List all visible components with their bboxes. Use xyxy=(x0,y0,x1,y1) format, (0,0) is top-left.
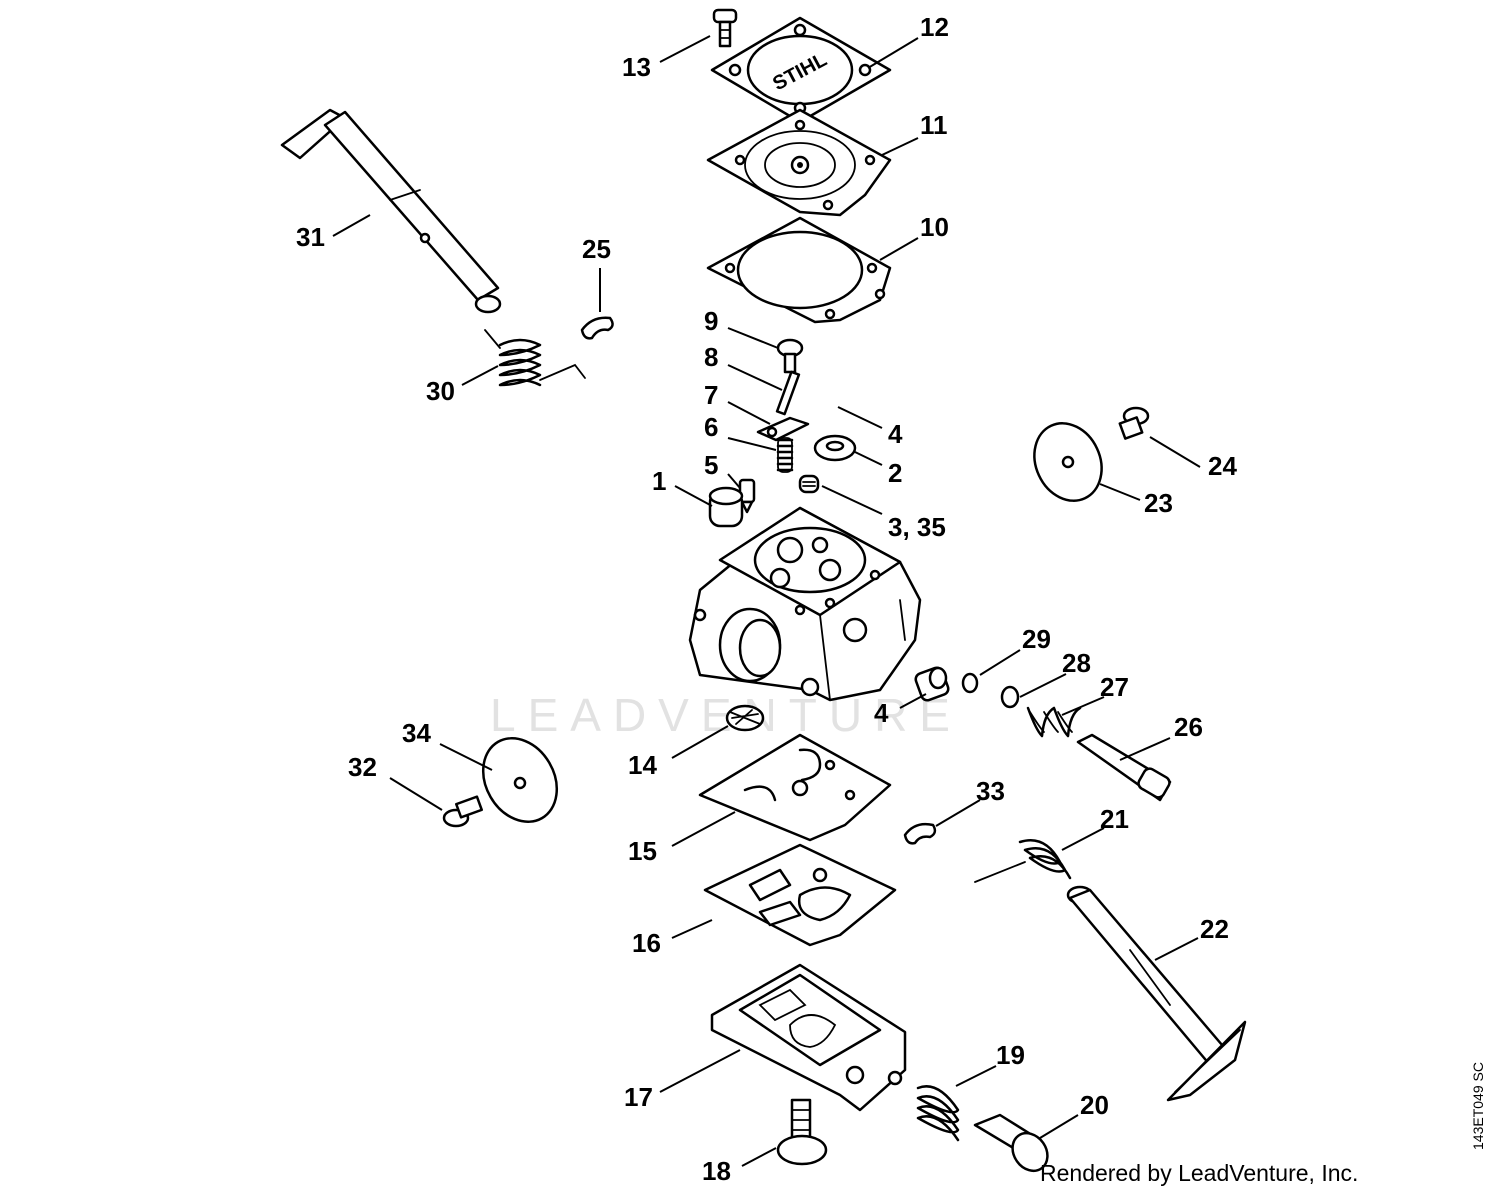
part-19-spring[interactable] xyxy=(916,1085,960,1142)
callout-3-35: 3, 35 xyxy=(888,512,946,542)
callout-13: 13 xyxy=(622,52,651,82)
callout-labels: 13 12 11 10 31 25 30 9 8 7 4 6 2 5 1 3, … xyxy=(296,12,1237,1186)
part-32-screw[interactable] xyxy=(442,795,483,828)
part-14-filter-screen[interactable] xyxy=(725,704,765,732)
part-9-screw[interactable] xyxy=(776,338,804,374)
part-21-torsion-spring[interactable] xyxy=(974,839,1072,883)
part-25-clip[interactable] xyxy=(580,316,614,340)
part-33-clip[interactable] xyxy=(903,822,937,845)
callout-9: 9 xyxy=(704,306,718,336)
part-31-throttle-shaft[interactable] xyxy=(280,108,502,314)
callout-25: 25 xyxy=(582,234,611,264)
part-20-adjusting-screw[interactable] xyxy=(973,1113,1055,1178)
part-1-plug[interactable] xyxy=(708,486,744,528)
callout-4-upper: 4 xyxy=(888,419,903,449)
part-24-screw[interactable] xyxy=(1118,406,1150,440)
callout-31: 31 xyxy=(296,222,325,252)
part-7-lever[interactable] xyxy=(756,416,810,442)
callout-22: 22 xyxy=(1200,914,1229,944)
callout-30: 30 xyxy=(426,376,455,406)
part-22-choke-shaft[interactable] xyxy=(1066,885,1247,1102)
callout-1: 1 xyxy=(652,466,666,496)
part-23-throttle-plate[interactable] xyxy=(1022,412,1114,512)
part-2-washer[interactable] xyxy=(813,434,857,462)
callout-32: 32 xyxy=(348,752,377,782)
callout-5: 5 xyxy=(704,450,718,480)
part-11-diaphragm[interactable] xyxy=(706,108,892,217)
callout-27: 27 xyxy=(1100,672,1129,702)
callout-2: 2 xyxy=(888,458,902,488)
callout-6: 6 xyxy=(704,412,718,442)
leader-lines xyxy=(332,35,1201,1167)
part-10-gasket[interactable] xyxy=(706,216,892,324)
part-27-spring[interactable] xyxy=(1026,706,1082,738)
callout-17: 17 xyxy=(624,1082,653,1112)
callout-29: 29 xyxy=(1022,624,1051,654)
part-18-screw[interactable] xyxy=(776,1098,828,1166)
part-15-pump-diaphragm[interactable] xyxy=(698,733,892,842)
callout-10: 10 xyxy=(920,212,949,242)
callout-26: 26 xyxy=(1174,712,1203,742)
callout-4-lower: 4 xyxy=(874,698,889,728)
part-28-washer[interactable] xyxy=(1000,685,1020,709)
part-34-choke-plate[interactable] xyxy=(469,725,572,835)
callout-20: 20 xyxy=(1080,1090,1109,1120)
part-30-torsion-spring[interactable] xyxy=(484,329,586,387)
callout-14: 14 xyxy=(628,750,657,780)
part-6-spring[interactable] xyxy=(776,437,794,473)
callout-8: 8 xyxy=(704,342,718,372)
callout-21: 21 xyxy=(1100,804,1129,834)
rendered-by-credit: Rendered by LeadVenture, Inc. xyxy=(1040,1160,1359,1186)
callout-7: 7 xyxy=(704,380,718,410)
callout-34: 34 xyxy=(402,718,431,748)
part-29-o-ring[interactable] xyxy=(961,672,979,694)
callout-28: 28 xyxy=(1062,648,1091,678)
callout-16: 16 xyxy=(632,928,661,958)
callout-11: 11 xyxy=(920,110,948,140)
carburetor-body[interactable] xyxy=(688,506,922,702)
callout-12: 12 xyxy=(920,12,949,42)
part-16-gasket[interactable] xyxy=(703,843,897,947)
part-26-adjusting-screw[interactable] xyxy=(1076,733,1172,802)
part-4-bushing[interactable] xyxy=(914,666,950,702)
callout-33: 33 xyxy=(976,776,1005,806)
callout-18: 18 xyxy=(702,1156,731,1186)
callout-23: 23 xyxy=(1144,488,1173,518)
part-13-screw[interactable] xyxy=(712,8,738,48)
drawing-code: 143ET049 SC xyxy=(1470,1062,1486,1150)
callout-24: 24 xyxy=(1208,451,1237,481)
part-8-pin[interactable] xyxy=(775,370,801,416)
part-17-pump-cover[interactable] xyxy=(710,963,907,1112)
part-12-cover[interactable]: STIHL xyxy=(710,16,892,124)
callout-15: 15 xyxy=(628,836,657,866)
watermark: LEADVENTURE xyxy=(490,689,962,741)
part-3-35-plug[interactable] xyxy=(798,474,820,494)
callout-19: 19 xyxy=(996,1040,1025,1070)
